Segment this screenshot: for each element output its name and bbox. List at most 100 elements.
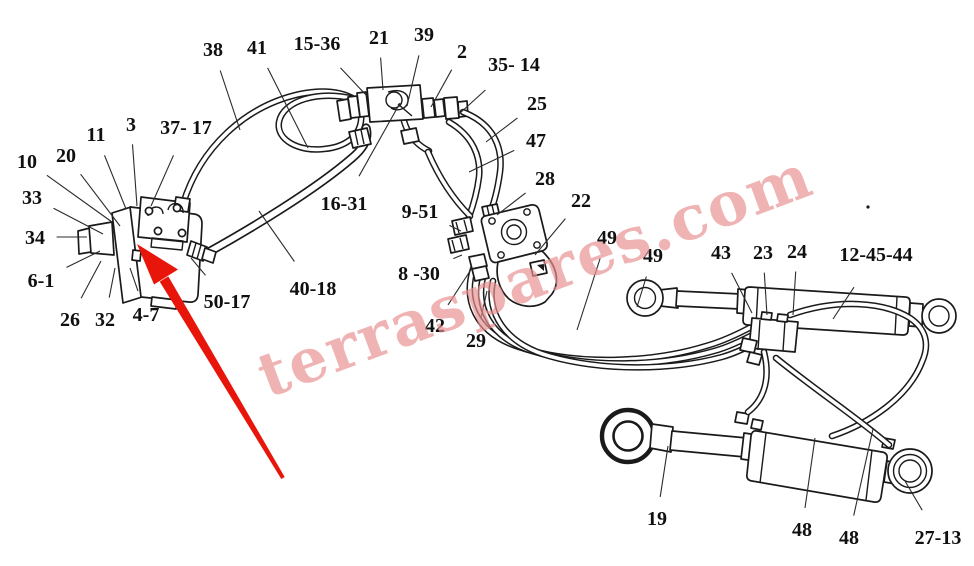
lift-cylinder-bottom <box>599 407 933 503</box>
hose-16-31 <box>424 148 474 220</box>
leader-line <box>853 428 874 516</box>
part-number-label: 49 <box>643 245 663 267</box>
part-number-label: 6-1 <box>28 270 55 292</box>
part-number-label: 47 <box>526 130 546 152</box>
part-number-label: 2 <box>457 41 467 63</box>
hose-12-45-44 <box>786 300 930 440</box>
part-number-label: 29 <box>466 330 486 352</box>
leader-lines <box>46 55 923 516</box>
part-number-label: 35- 14 <box>488 54 540 76</box>
part-number-label: 48 <box>792 519 812 541</box>
part-number-label: 15-36 <box>294 33 341 55</box>
part-number-label: 11 <box>87 124 106 146</box>
leader-line <box>763 272 768 316</box>
part-number-label: 32 <box>95 309 115 331</box>
part-number-label: 23 <box>753 242 773 264</box>
leader-line <box>430 69 453 108</box>
part-number-label: 49 <box>597 227 617 249</box>
part-number-label: 38 <box>203 39 223 61</box>
hose-core <box>774 356 891 447</box>
part-number-label: 39 <box>414 24 434 46</box>
leader-line <box>131 144 138 207</box>
steering-control-unit <box>447 203 558 308</box>
part-number-label: 16-31 <box>321 193 368 215</box>
hose-40-18 <box>202 123 372 258</box>
red-arrow-pointer <box>137 244 285 479</box>
part-number-label: 37- 17 <box>160 117 212 139</box>
leader-line <box>447 267 473 306</box>
part-number-label: 22 <box>571 190 591 212</box>
part-number-label: 19 <box>647 508 667 530</box>
leader-line <box>358 102 401 177</box>
leader-line <box>267 67 309 149</box>
part-number-label: 40-18 <box>290 278 337 300</box>
part-number-label: 20 <box>56 145 76 167</box>
cylinder-valve-block <box>739 311 799 366</box>
part-number-label: 10 <box>17 151 37 173</box>
hose-48-b <box>772 354 893 449</box>
hose-bundle-right <box>466 262 766 371</box>
hose-48-a <box>744 348 770 416</box>
part-number-label: 50-17 <box>204 291 251 313</box>
part-number-label: 28 <box>535 168 555 190</box>
print-dot <box>866 205 870 209</box>
leader-line <box>453 254 463 260</box>
hose-core <box>447 120 482 219</box>
part-number-label: 9-51 <box>402 201 439 223</box>
leader-line <box>80 173 121 227</box>
part-number-label: 21 <box>369 27 389 49</box>
leader-line <box>66 250 101 268</box>
leader-line <box>80 260 102 299</box>
leader-line <box>534 218 566 256</box>
part-number-label: 48 <box>839 527 859 549</box>
leader-line <box>904 480 923 511</box>
hydraulic-pump <box>77 196 217 310</box>
leader-line <box>468 149 515 173</box>
leader-line <box>258 210 295 262</box>
part-number-label: 41 <box>247 37 267 59</box>
leader-line <box>458 89 486 115</box>
port-mark <box>537 264 544 271</box>
leader-line <box>380 57 384 91</box>
leader-line <box>731 272 753 314</box>
red-arrow-head <box>137 244 178 285</box>
leader-line <box>406 55 420 107</box>
hose-core <box>746 350 769 414</box>
leader-line <box>485 117 518 143</box>
part-number-label: 25 <box>527 93 547 115</box>
part-number-label: 34 <box>25 227 45 249</box>
leader-line <box>496 192 526 216</box>
leader-line <box>804 437 816 508</box>
hose-core <box>788 302 928 438</box>
leader-line <box>480 290 488 319</box>
part-number-label: 4-7 <box>133 304 160 326</box>
leader-line <box>129 267 139 292</box>
leader-line <box>219 70 241 131</box>
leader-line <box>832 286 855 320</box>
part-number-label: 27-13 <box>915 527 962 549</box>
leader-line <box>46 174 113 223</box>
part-number-label: 3 <box>126 114 136 136</box>
leader-line <box>190 257 206 276</box>
leader-line <box>103 155 127 210</box>
leader-line <box>576 258 601 331</box>
leader-line <box>53 207 104 235</box>
leader-line <box>108 267 116 298</box>
leader-line <box>636 276 647 308</box>
part-number-label: 24 <box>787 241 807 263</box>
hose-core <box>489 279 764 370</box>
part-number-label: 12-45-44 <box>839 244 912 266</box>
leader-line <box>340 67 367 96</box>
hose-core <box>426 150 472 218</box>
red-arrow-shaft <box>159 276 285 479</box>
leader-line <box>659 445 669 497</box>
leader-line <box>150 155 175 207</box>
leader-line <box>792 271 797 316</box>
part-number-label: 42 <box>425 315 445 337</box>
part-number-label: 26 <box>60 309 80 331</box>
leader-line <box>449 224 462 232</box>
part-number-label: 43 <box>711 242 731 264</box>
